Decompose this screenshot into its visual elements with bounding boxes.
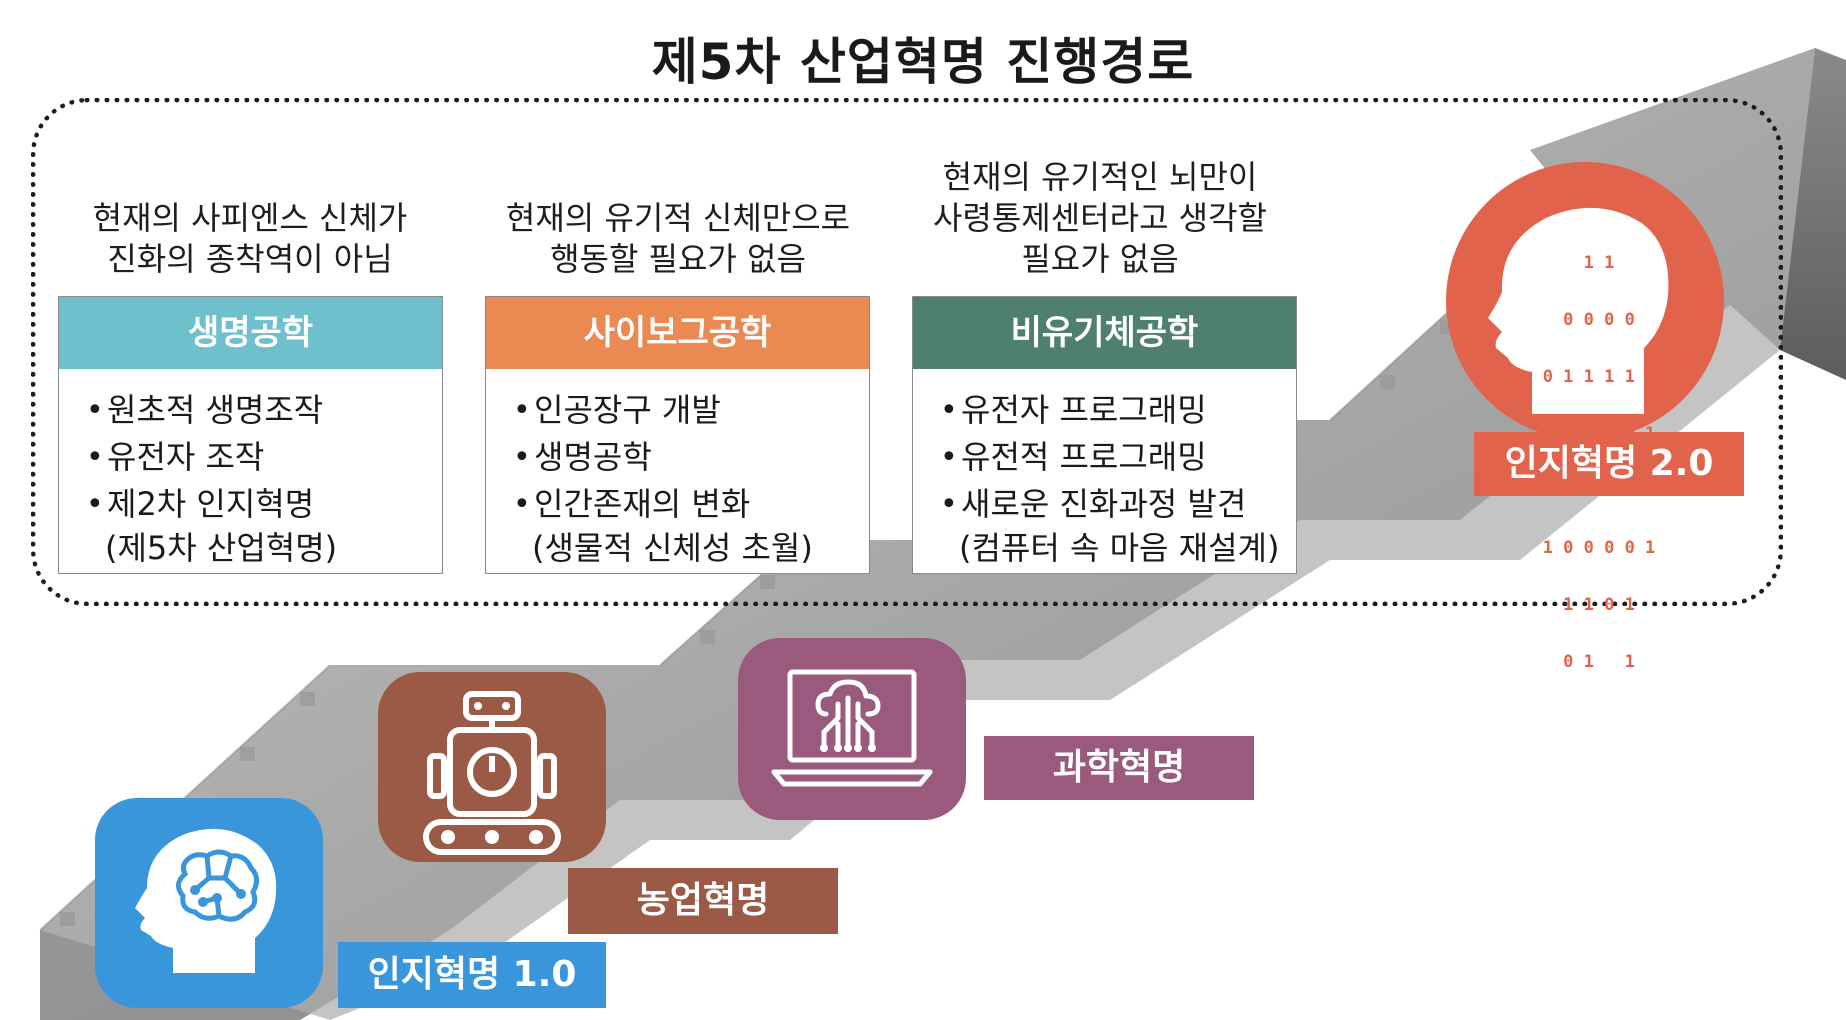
dotted-frame bbox=[31, 98, 1783, 606]
card-inorganic: 비유기체공학 •유전자 프로그래밍 •유전적 프로그래밍 •새로운 진화과정 발… bbox=[912, 296, 1297, 574]
description-line: 현재의 사피엔스 신체가 bbox=[92, 199, 408, 237]
stairs-side bbox=[1780, 48, 1846, 380]
list-item: •유전적 프로그래밍 bbox=[940, 438, 1207, 476]
description-line: 현재의 유기적 신체만으로 bbox=[505, 199, 851, 237]
description-line: 행동할 필요가 없음 bbox=[550, 240, 806, 278]
brain-head-icon bbox=[135, 828, 277, 973]
column-1-description: 현재의 사피엔스 신체가 진화의 종착역이 아님 bbox=[60, 198, 440, 280]
card-header: 생명공학 bbox=[59, 297, 442, 369]
card-header: 사이보그공학 bbox=[486, 297, 869, 369]
stage-3-badge bbox=[738, 638, 966, 820]
card-body: •원초적 생명조작 •유전자 조작 •제2차 인지혁명(제5차 산업혁명) bbox=[59, 369, 442, 568]
stage-3-label: 과학혁명 bbox=[984, 736, 1254, 800]
robot-icon bbox=[423, 691, 561, 855]
stage-1-badge bbox=[95, 798, 323, 1008]
card-body: •유전자 프로그래밍 •유전적 프로그래밍 •새로운 진화과정 발견(컴퓨터 속… bbox=[913, 369, 1296, 568]
list-item-sub: (컴퓨터 속 마음 재설계) bbox=[959, 529, 1280, 567]
list-item: •원초적 생명조작 bbox=[86, 391, 324, 429]
description-line: 필요가 없음 bbox=[1021, 240, 1179, 278]
description-line: 사령통제센터라고 생각할 bbox=[932, 199, 1267, 237]
description-line: 현재의 유기적인 뇌만이 bbox=[942, 158, 1258, 196]
card-cyborg: 사이보그공학 •인공장구 개발 •생명공학 •인간존재의 변화(생물적 신체성 … bbox=[485, 296, 870, 574]
stage-4-badge: 1 1 0 0 0 0 0 1 1 1 1 1 1 0 0 0 0 1 0 1 … bbox=[1446, 162, 1724, 672]
list-item: •유전자 조작 bbox=[86, 438, 265, 476]
stage-2-badge bbox=[378, 672, 606, 862]
binary-row: 0 0 0 0 bbox=[1563, 310, 1635, 330]
list-item: •제2차 인지혁명(제5차 산업혁명) bbox=[59, 481, 442, 568]
binary-head-icon bbox=[1488, 207, 1669, 414]
list-item: •인간존재의 변화(생물적 신체성 초월) bbox=[486, 481, 869, 568]
card-header: 비유기체공학 bbox=[913, 297, 1296, 369]
binary-row: 0 1 1 bbox=[1563, 652, 1635, 672]
binary-row: 1 1 bbox=[1583, 253, 1615, 273]
description-line: 진화의 종착역이 아님 bbox=[107, 240, 393, 278]
list-item: •유전자 프로그래밍 bbox=[940, 391, 1207, 429]
list-item-sub: (제5차 산업혁명) bbox=[105, 529, 338, 567]
binary-row: 1 1 0 1 bbox=[1563, 595, 1635, 615]
list-item: •인공장구 개발 bbox=[513, 391, 721, 429]
column-2-description: 현재의 유기적 신체만으로 행동할 필요가 없음 bbox=[478, 198, 878, 280]
card-body: •인공장구 개발 •생명공학 •인간존재의 변화(생물적 신체성 초월) bbox=[486, 369, 869, 568]
stage-4-label: 인지혁명 2.0 bbox=[1474, 432, 1744, 496]
list-item: •새로운 진화과정 발견(컴퓨터 속 마음 재설계) bbox=[913, 481, 1296, 568]
card-biotech: 생명공학 •원초적 생명조작 •유전자 조작 •제2차 인지혁명(제5차 산업혁… bbox=[58, 296, 443, 574]
binary-row: 0 1 1 1 1 1 bbox=[1542, 367, 1656, 387]
stage-1-label: 인지혁명 1.0 bbox=[338, 942, 606, 1008]
stage-2-label: 농업혁명 bbox=[568, 868, 838, 934]
list-item: •생명공학 bbox=[513, 438, 652, 476]
page-title: 제5차 산업혁명 진행경로 bbox=[651, 33, 1195, 91]
cloud-laptop-icon bbox=[771, 669, 933, 787]
binary-row: 1 0 0 0 0 1 bbox=[1542, 538, 1656, 558]
column-3-description: 현재의 유기적인 뇌만이 사령통제센터라고 생각할 필요가 없음 bbox=[890, 157, 1310, 280]
list-item-sub: (생물적 신체성 초월) bbox=[532, 529, 813, 567]
